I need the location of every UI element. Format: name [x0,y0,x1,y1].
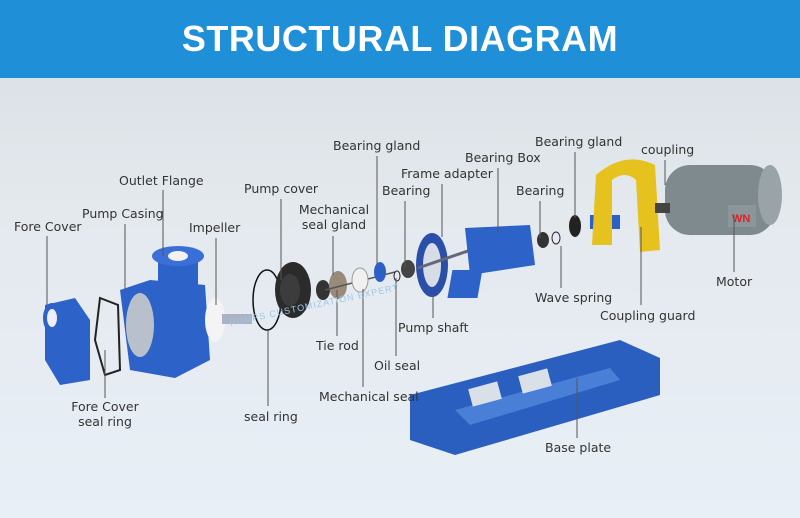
label-mechanical-seal: Mechanical seal [319,389,419,404]
fore-cover-seal-ring-part [93,296,122,377]
label-motor: Motor [716,274,753,289]
base-plate-part [410,340,660,455]
bearing-left-part [401,260,415,278]
mechanical-seal-gland-part [316,280,330,300]
label-pump-shaft: Pump shaft [398,320,469,335]
label-line-1: Fore Cover [71,399,139,414]
coupling-guard-part [592,159,660,252]
label-outlet-flange: Outlet Flange [119,173,204,188]
title-banner: STRUCTURAL DIAGRAM [0,0,800,78]
label-coupling-guard: Coupling guard [600,308,696,323]
label-line-2: seal ring [78,414,132,429]
bearing-gland-left-part [374,262,386,282]
label-base-plate: Base plate [545,440,612,455]
oil-seal-part [393,270,401,282]
label-bearing-gland-right: Bearing gland [535,134,623,149]
label-pump-casing: Pump Casing [82,206,164,221]
page-title: STRUCTURAL DIAGRAM [181,18,619,59]
motor-brand: WN [732,213,750,225]
label-pump-cover: Pump cover [244,181,319,196]
label-bearing-gland-left: Bearing gland [333,138,421,153]
label-line-1: Mechanical [298,202,370,217]
label-bearing-right: Bearing [516,183,565,198]
wave-spring-part [551,231,561,245]
motor-part: WN [655,165,782,235]
bearing-gland-right-part [569,215,581,237]
bearing-box-part [447,225,535,298]
label-fore-cover: Fore Cover [14,219,82,234]
label-line-2: seal gland [301,217,367,232]
label-impeller: Impeller [189,220,241,235]
label-wave-spring: Wave spring [535,290,613,305]
label-fore-cover-seal-ring: Fore Cover seal ring [70,399,140,429]
fore-cover-part [43,298,90,385]
label-oil-seal: Oil seal [374,358,421,373]
label-frame-adapter: Frame adapter [401,166,493,181]
mechanical-seal-part [351,267,369,293]
label-bearing-left: Bearing [382,183,431,198]
pump-casing-part [120,246,210,378]
frame-adapter-part [416,233,448,297]
label-mechanical-seal-gland: Mechanical seal gland [298,202,370,232]
leader-lines [46,152,735,438]
label-bearing-box: Bearing Box [465,150,541,165]
impeller-part [205,298,252,342]
bearing-right-part [537,232,549,248]
label-coupling: coupling [641,142,695,157]
label-tie-rod: Tie rod [316,338,359,353]
label-seal-ring: seal ring [244,409,298,424]
